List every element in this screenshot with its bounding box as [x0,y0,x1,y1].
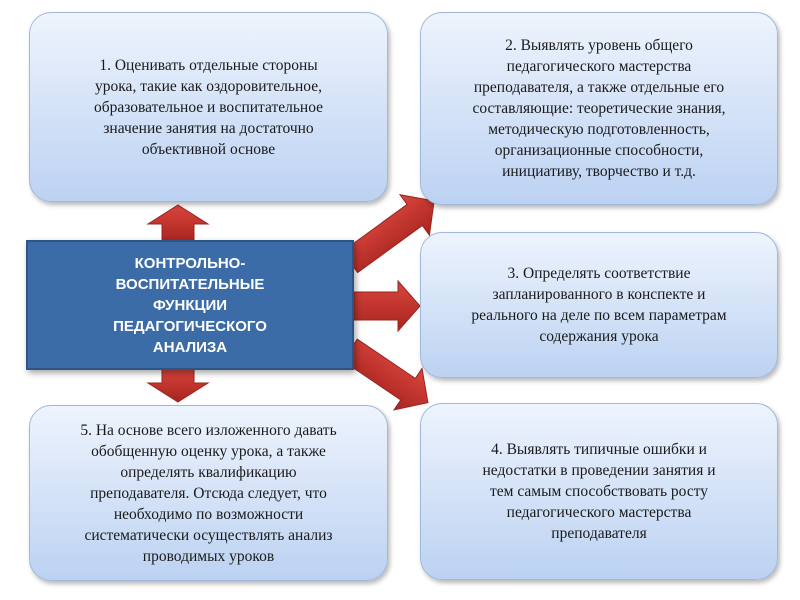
arrow-to-box-5 [146,367,210,403]
function-box-3-text: 3. Определять соответствие запланированн… [471,265,727,345]
arrow-to-box-2 [341,194,435,274]
function-box-4-text: 4. Выявлять типичные ошибки и недостатки… [482,441,716,542]
function-box-3: 3. Определять соответствие запланированн… [420,232,778,378]
function-box-5: 5. На основе всего изложенного давать об… [29,405,388,581]
function-box-4: 4. Выявлять типичные ошибки и недостатки… [420,403,778,580]
function-box-2-text: 2. Выявлять уровень общего педагогическо… [472,37,726,180]
function-box-1-text: 1. Оценивать отдельные стороны урока, та… [93,56,324,158]
central-concept-box: КОНТРОЛЬНО- ВОСПИТАТЕЛЬНЫЕ ФУНКЦИИ ПЕДАГ… [26,240,354,370]
function-box-2: 2. Выявлять уровень общего педагогическо… [420,12,778,205]
arrow-to-box-3 [353,279,421,333]
function-box-5-text: 5. На основе всего изложенного давать об… [80,421,337,565]
function-box-1: 1. Оценивать отдельные стороны урока, та… [29,12,388,202]
arrow-to-box-1 [146,204,210,243]
central-concept-title: КОНТРОЛЬНО- ВОСПИТАТЕЛЬНЫЕ ФУНКЦИИ ПЕДАГ… [113,254,267,356]
